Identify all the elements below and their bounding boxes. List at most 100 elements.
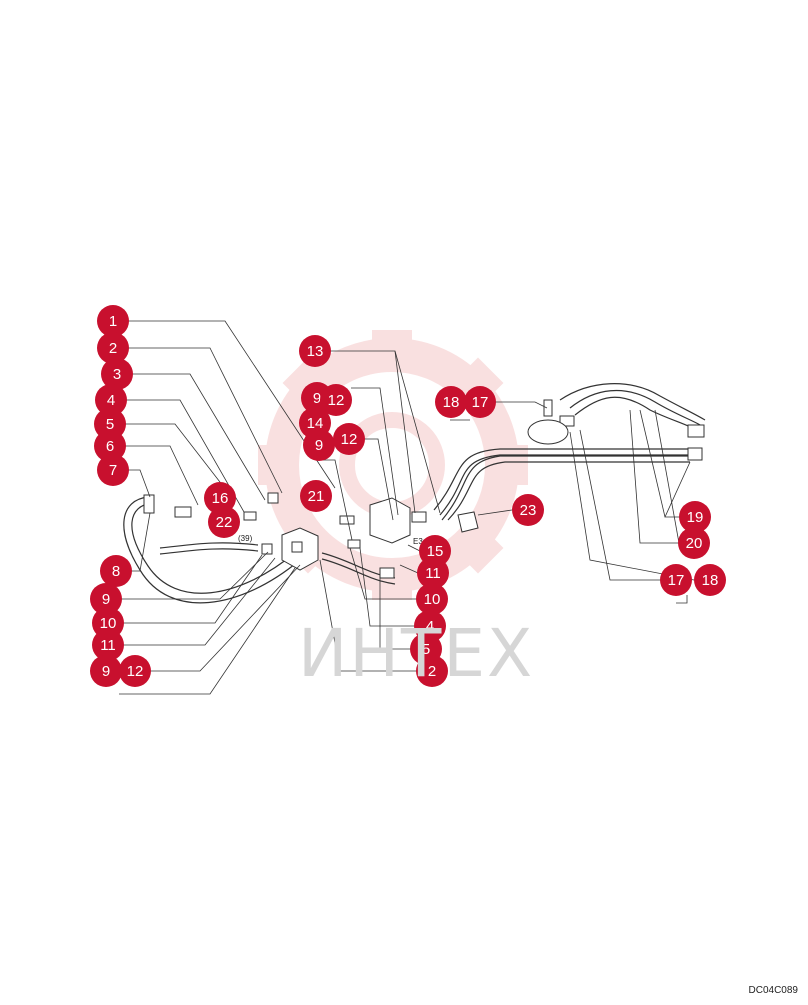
fitting-right-end-a <box>687 424 705 438</box>
leader-line <box>495 401 548 409</box>
callout-circle <box>417 557 449 589</box>
callout-number: 10 <box>424 591 441 608</box>
callout-circle <box>100 555 132 587</box>
callout-number: 15 <box>427 543 444 560</box>
fitting-lower-left <box>261 543 273 555</box>
callout-number: 18 <box>443 394 460 411</box>
callout-2[interactable]: 2 <box>97 332 129 364</box>
callout-number: 5 <box>106 416 114 433</box>
callout-number: 17 <box>668 572 685 589</box>
leader-line <box>119 567 296 695</box>
callout-circle <box>299 335 331 367</box>
callout-circle <box>333 423 365 455</box>
callout-9[interactable]: 9 <box>303 429 335 461</box>
leader-line <box>132 373 266 501</box>
callout-5[interactable]: 5 <box>94 408 126 440</box>
fitting-center-c <box>379 567 395 579</box>
callout-circle <box>300 480 332 512</box>
callout-number: 16 <box>212 490 229 507</box>
hose-main-upper-2 <box>433 448 690 511</box>
callout-circle <box>678 527 710 559</box>
hose-main-lower-2 <box>441 455 690 521</box>
callout-20[interactable]: 20 <box>678 527 710 559</box>
callout-21[interactable]: 21 <box>300 480 332 512</box>
callout-circle <box>119 655 151 687</box>
callout-19[interactable]: 19 <box>679 501 711 533</box>
callout-18[interactable]: 18 <box>435 386 467 418</box>
callout-22[interactable]: 22 <box>208 506 240 538</box>
callout-8[interactable]: 8 <box>100 555 132 587</box>
leader-line <box>359 547 415 627</box>
callout-number: 6 <box>106 438 114 455</box>
leader-line <box>123 557 276 646</box>
callout-13[interactable]: 13 <box>299 335 331 367</box>
callout-9[interactable]: 9 <box>90 655 122 687</box>
callout-number: 3 <box>113 366 121 383</box>
callout-circle <box>694 564 726 596</box>
callout-circle <box>416 583 448 615</box>
callout-circle <box>679 501 711 533</box>
callout-circle <box>512 494 544 526</box>
leader-line <box>320 459 353 541</box>
callout-number: 1 <box>109 313 117 330</box>
callout-18[interactable]: 18 <box>694 564 726 596</box>
callout-17[interactable]: 17 <box>660 564 692 596</box>
leader-line <box>123 554 263 624</box>
callout-11[interactable]: 11 <box>92 629 124 661</box>
callout-circle <box>97 454 129 486</box>
leader-line <box>126 399 245 513</box>
callout-17[interactable]: 17 <box>464 386 496 418</box>
callout-10[interactable]: 10 <box>92 607 124 639</box>
leader-line <box>128 347 283 494</box>
callout-4[interactable]: 4 <box>95 384 127 416</box>
leader-line <box>319 559 417 672</box>
callout-circle <box>90 655 122 687</box>
leader-line <box>676 595 688 604</box>
callout-16[interactable]: 16 <box>204 482 236 514</box>
callout-circle <box>204 482 236 514</box>
callout-2[interactable]: 2 <box>416 655 448 687</box>
callout-12[interactable]: 12 <box>119 655 151 687</box>
callout-11[interactable]: 11 <box>417 557 449 589</box>
callout-6[interactable]: 6 <box>94 430 126 462</box>
fitting-17-top <box>543 399 553 417</box>
watermark-text: ИНТЕХ <box>298 615 535 692</box>
callout-circle <box>320 384 352 416</box>
callout-number: 21 <box>308 488 325 505</box>
hose-left-horizontal <box>159 542 259 549</box>
hose-left-loop <box>123 496 301 604</box>
fitting-18-top <box>559 415 575 427</box>
hose-upper-right-b <box>569 389 703 427</box>
callout-12[interactable]: 12 <box>320 384 352 416</box>
callout-number: 7 <box>109 462 117 479</box>
leader-line <box>394 350 416 514</box>
leader-line <box>399 564 419 574</box>
callout-circle <box>435 386 467 418</box>
callout-7[interactable]: 7 <box>97 454 129 486</box>
callout-23[interactable]: 23 <box>512 494 544 526</box>
callout-number: 2 <box>109 340 117 357</box>
leader-line <box>351 387 399 516</box>
fitting-21 <box>267 492 279 504</box>
callout-12[interactable]: 12 <box>333 423 365 455</box>
callout-9[interactable]: 9 <box>90 583 122 615</box>
hose-upper-right-a <box>574 396 701 433</box>
callout-number: 19 <box>687 509 704 526</box>
callout-number: 9 <box>313 390 321 407</box>
callout-3[interactable]: 3 <box>101 358 133 390</box>
leader-line <box>128 320 336 489</box>
leader-line <box>121 551 269 600</box>
callout-number: 12 <box>328 392 345 409</box>
callout-circle <box>101 358 133 390</box>
callout-10[interactable]: 10 <box>416 583 448 615</box>
callout-1[interactable]: 1 <box>97 305 129 337</box>
callout-number: 14 <box>307 415 324 432</box>
callout-circle <box>97 332 129 364</box>
fitting-right-end-b <box>687 447 703 461</box>
callout-number: 9 <box>102 663 110 680</box>
callout-number: 10 <box>100 615 117 632</box>
callout-number: 8 <box>112 563 120 580</box>
fitting-16 <box>243 511 257 521</box>
fitting-left-mid <box>174 506 192 518</box>
